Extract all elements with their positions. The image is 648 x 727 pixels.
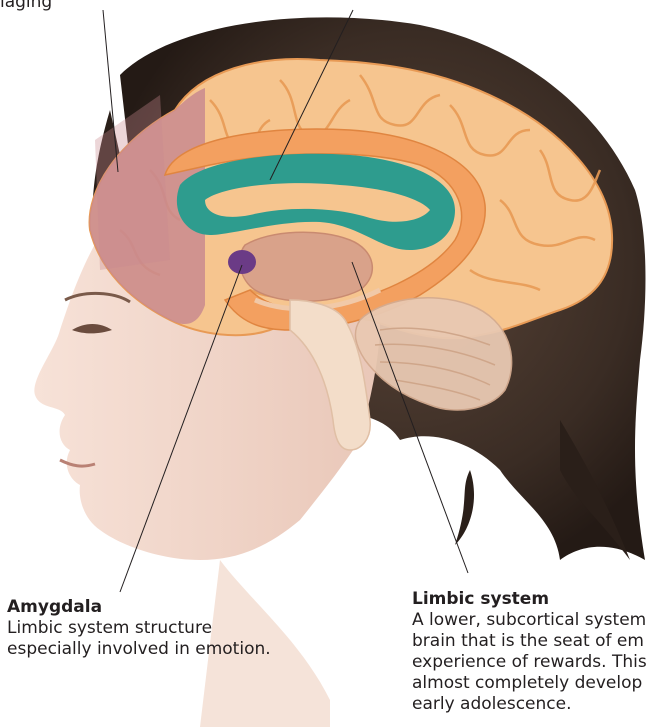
limbic-system-label: Limbic system A lower, subcortical syste… — [412, 589, 648, 715]
thalamus — [240, 232, 373, 301]
limbic-system-description: A lower, subcortical system brain that i… — [412, 610, 648, 715]
amygdala-description: Limbic system structure especially invol… — [7, 618, 337, 660]
limbic-system-title: Limbic system — [412, 589, 648, 610]
prefrontal-extension — [95, 95, 170, 270]
amygdala-title: Amygdala — [7, 597, 337, 618]
top-label-fragment: laging — [0, 0, 52, 12]
amygdala-label: Amygdala Limbic system structure especia… — [7, 597, 337, 660]
amygdala — [228, 250, 256, 274]
